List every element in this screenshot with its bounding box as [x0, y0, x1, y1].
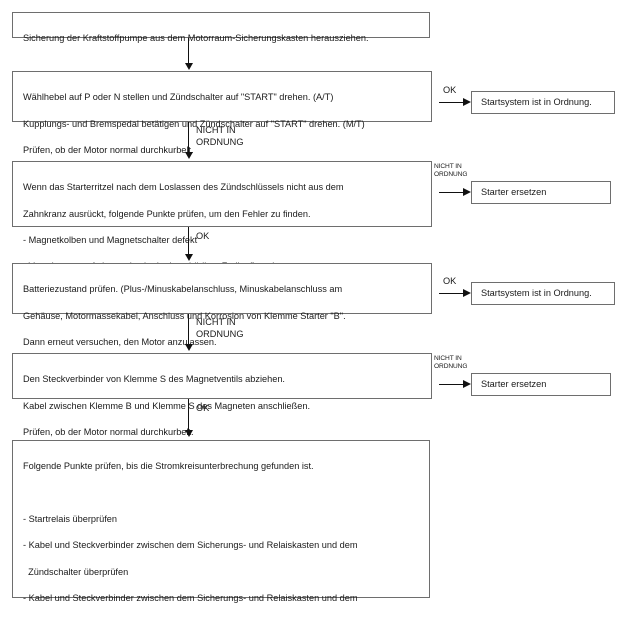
result-box-4: Starter ersetzen: [471, 373, 611, 396]
branch-3-line: [439, 192, 467, 193]
step-box-6: Folgende Punkte prüfen, bis die Stromkre…: [12, 440, 430, 603]
step-3-line-1: Wenn das Starterritzel nach dem Loslasse…: [23, 182, 344, 193]
branch-4-line: [439, 293, 467, 294]
result-box-1: Startsystem ist in Ordnung.: [471, 91, 615, 114]
connector-1-2-arrowhead: [184, 63, 193, 70]
connector-2-3-arrowhead: [184, 152, 193, 159]
step-2-line-2: Kupplungs- und Bremspedal betätigen und …: [23, 118, 365, 129]
branch-2-line: [439, 102, 467, 103]
step-box-2: Wählhebel auf P oder N stellen und Zünds…: [12, 71, 432, 155]
step-4-line-2: Gehäuse, Motormassekabel, Anschluss und …: [23, 310, 346, 321]
connector-5-6-arrowhead: [184, 430, 193, 437]
step-3-line-3: - Magnetkolben und Magnetschalter defekt: [23, 235, 198, 246]
edge-label-nicht-in-ordnung-2: NICHT IN ORDNUNG: [196, 317, 244, 339]
branch-2-arrowhead: [463, 97, 471, 106]
edge-label-ok-3: OK: [443, 276, 457, 286]
step-box-3: Wenn das Starterritzel nach dem Loslasse…: [12, 161, 432, 271]
step-1-line-1: Sicherung der Kraftstoffpumpe aus dem Mo…: [23, 33, 369, 44]
edge-label-ok-1: OK: [443, 85, 457, 95]
connector-1-2-line: [188, 38, 189, 64]
result-box-2: Starter ersetzen: [471, 181, 611, 204]
step-3-line-2: Zahnkranz ausrückt, folgende Punkte prüf…: [23, 208, 311, 219]
branch-3-arrowhead: [463, 187, 471, 196]
connector-4-5-arrowhead: [184, 344, 193, 351]
branch-5-line: [439, 384, 467, 385]
step-6-line-1: Folgende Punkte prüfen, bis die Stromkre…: [23, 461, 314, 472]
connector-3-4-arrowhead: [184, 254, 193, 261]
step-2-line-3: Prüfen, ob der Motor normal durchkurbelt…: [23, 145, 194, 156]
result-1-label: Startsystem ist in Ordnung.: [481, 97, 592, 107]
step-6-line-5: Zündschalter überprüfen: [23, 566, 129, 577]
edge-label-nicht-in-ordnung-1: NICHT IN ORDNUNG: [196, 125, 244, 147]
connector-5-6-line: [188, 399, 189, 431]
step-6-spacer: [23, 487, 420, 500]
connector-3-4-line: [188, 227, 189, 255]
edge-label-ok-4: OK: [196, 403, 210, 413]
step-4-line-3: Dann erneut versuchen, den Motor anzulas…: [23, 337, 217, 348]
step-box-1: Sicherung der Kraftstoffpumpe aus dem Mo…: [12, 12, 430, 43]
result-3-label: Startsystem ist in Ordnung.: [481, 288, 592, 298]
edge-label-ok-2: OK: [196, 231, 210, 241]
step-box-5: Den Steckverbinder von Klemme S des Magn…: [12, 353, 432, 437]
connector-4-5-line: [188, 314, 189, 345]
branch-5-arrowhead: [463, 379, 471, 388]
connector-2-3-line: [188, 122, 189, 153]
edge-label-nicht-in-ordnung-branch-1: NICHT IN ORDNUNG: [434, 163, 468, 179]
step-2-line-1: Wählhebel auf P oder N stellen und Zünds…: [23, 92, 334, 103]
result-box-3: Startsystem ist in Ordnung.: [471, 282, 615, 305]
step-6-line-3: - Startrelais überprüfen: [23, 514, 117, 524]
step-box-4: Batteriezustand prüfen. (Plus-/Minuskabe…: [12, 263, 432, 347]
edge-label-nicht-in-ordnung-branch-2: NICHT IN ORDNUNG: [434, 355, 468, 371]
branch-4-arrowhead: [463, 288, 471, 297]
step-5-line-3: Prüfen, ob der Motor normal durchkurbelt…: [23, 427, 194, 438]
step-5-line-1: Den Steckverbinder von Klemme S des Magn…: [23, 374, 285, 385]
step-6-line-6: - Kabel und Steckverbinder zwischen dem …: [23, 593, 358, 604]
step-6-line-4: - Kabel und Steckverbinder zwischen dem …: [23, 540, 358, 551]
step-5-line-2: Kabel zwischen Klemme B und Klemme S des…: [23, 400, 311, 411]
result-4-label: Starter ersetzen: [481, 379, 547, 389]
result-2-label: Starter ersetzen: [481, 187, 547, 197]
step-4-line-1: Batteriezustand prüfen. (Plus-/Minuskabe…: [23, 284, 343, 295]
